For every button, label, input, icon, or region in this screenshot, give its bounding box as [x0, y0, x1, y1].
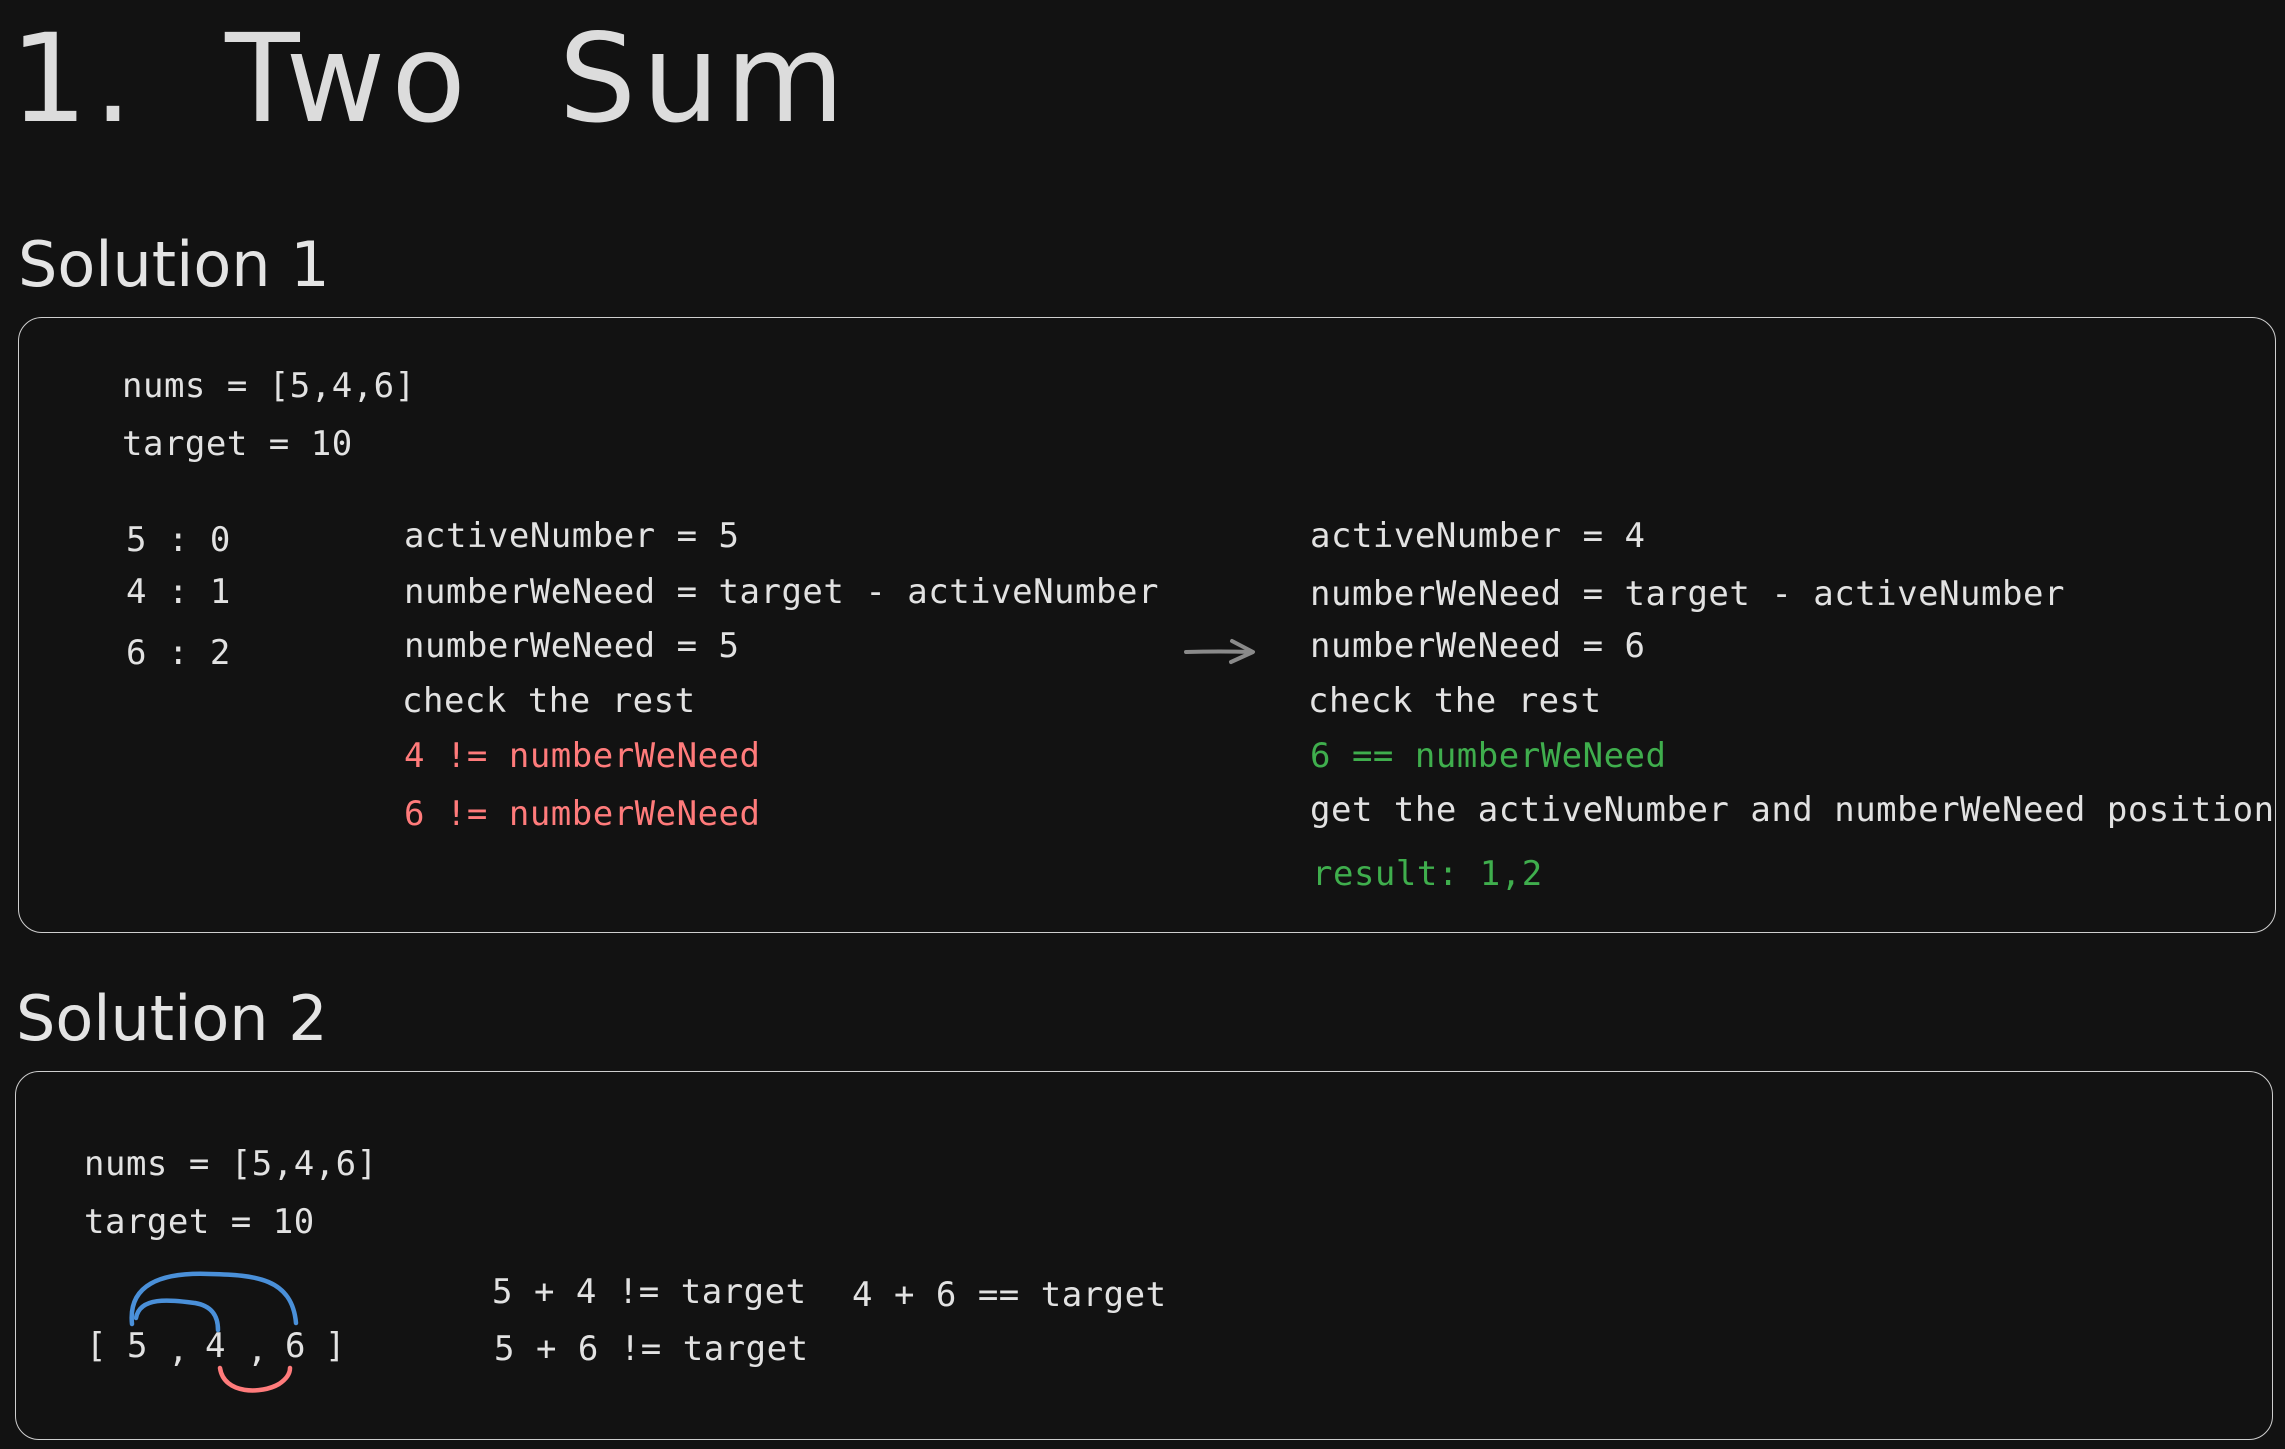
s2-nums: nums = [5,4,6]: [84, 1144, 378, 1184]
s2-target: target = 10: [84, 1202, 315, 1242]
s1-right-formula: numberWeNeed = target - activeNumber: [1310, 574, 2065, 614]
s1-right-active: activeNumber = 4: [1310, 516, 1646, 556]
solution-1-panel: [18, 317, 2276, 933]
s1-left-active: activeNumber = 5: [404, 516, 740, 556]
s1-right-compare: 6 == numberWeNeed: [1310, 736, 1667, 776]
s1-map-entry: 4 : 1: [126, 572, 231, 612]
s2-array-value: 4: [205, 1326, 226, 1366]
s1-left-formula: numberWeNeed = target - activeNumber: [404, 572, 1159, 612]
s1-nums: nums = [5,4,6]: [122, 366, 416, 406]
s2-array-value: 5: [127, 1326, 148, 1366]
s1-left-need: numberWeNeed = 5: [404, 626, 740, 666]
s1-right-position: get the activeNumber and numberWeNeed po…: [1310, 790, 2275, 830]
s1-map-entry: 5 : 0: [126, 520, 231, 560]
s1-left-compare-2: 6 != numberWeNeed: [404, 794, 761, 834]
s2-array-comma: ,: [168, 1330, 189, 1370]
s2-array-value: 6: [285, 1326, 306, 1366]
s1-right-need: numberWeNeed = 6: [1310, 626, 1646, 666]
arrow-right-icon: [1184, 639, 1255, 664]
solution-1-heading: Solution 1: [18, 228, 330, 301]
arc-pair-5-6: [129, 1271, 299, 1327]
solution-2-panel: [15, 1071, 2273, 1440]
s2-check-c: 5 + 6 != target: [494, 1329, 809, 1369]
s1-left-check: check the rest: [402, 681, 696, 721]
s1-result: result: 1,2: [1312, 854, 1543, 894]
s2-check-a: 5 + 4 != target: [492, 1272, 807, 1312]
s1-right-check: check the rest: [1308, 681, 1602, 721]
s2-array-comma: ,: [247, 1330, 268, 1370]
s1-map-entry: 6 : 2: [126, 633, 231, 673]
s2-check-b: 4 + 6 == target: [852, 1275, 1167, 1315]
s2-array-bracket-open: [: [86, 1326, 107, 1366]
s2-array-bracket-close: ]: [325, 1326, 346, 1366]
s1-target: target = 10: [122, 424, 353, 464]
arc-pair-4-6: [217, 1365, 293, 1393]
arc-pair-5-4: [133, 1298, 221, 1333]
solution-2-heading: Solution 2: [16, 982, 328, 1055]
page-title: 1. Two Sum: [10, 8, 851, 150]
s1-left-compare-1: 4 != numberWeNeed: [404, 736, 761, 776]
